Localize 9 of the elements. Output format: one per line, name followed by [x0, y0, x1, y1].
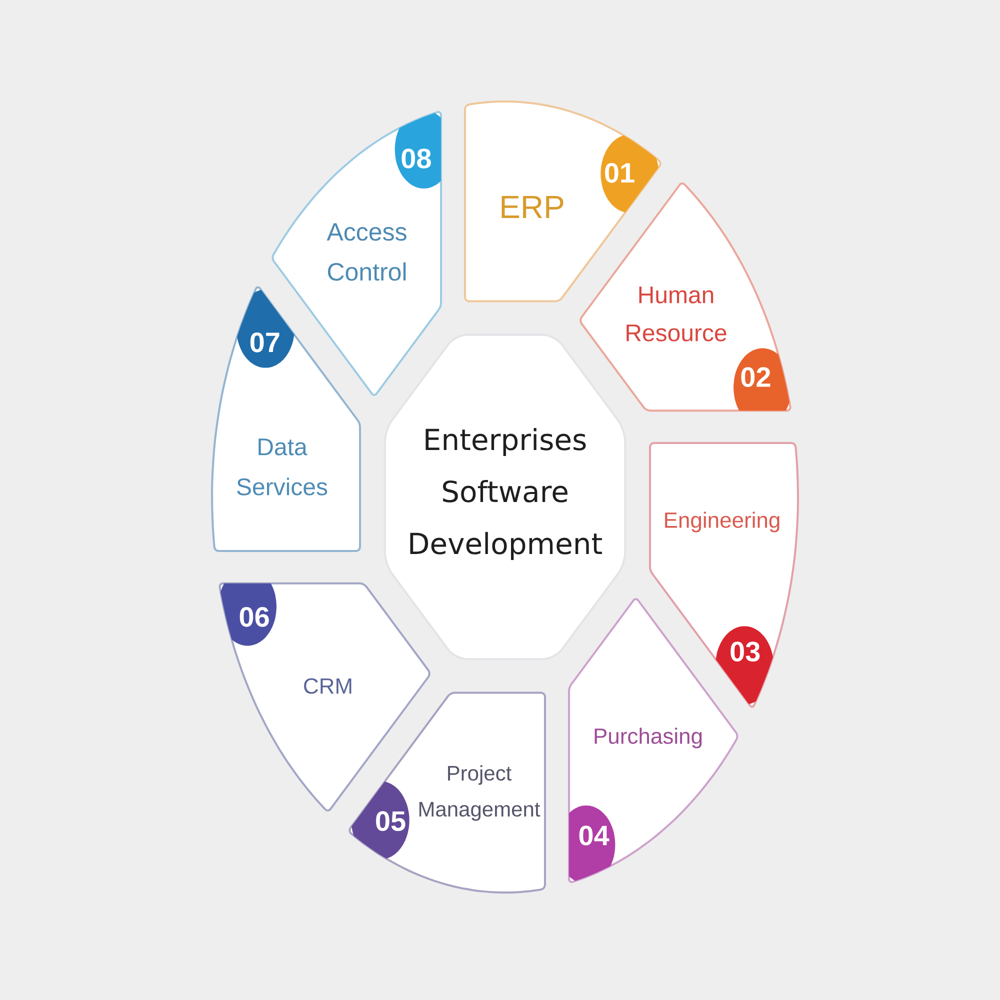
number-badge: 01	[600, 135, 658, 212]
number-badge: 08	[394, 113, 441, 188]
number-badge: 07	[237, 290, 294, 368]
number-badge: 06	[220, 583, 276, 646]
number-badge: 02	[734, 348, 790, 411]
number-badge: 03	[716, 626, 773, 704]
number-badge: 04	[569, 806, 616, 881]
number-badge: 05	[352, 782, 410, 859]
octagon-box: Enterprises Software Development	[384, 334, 626, 660]
